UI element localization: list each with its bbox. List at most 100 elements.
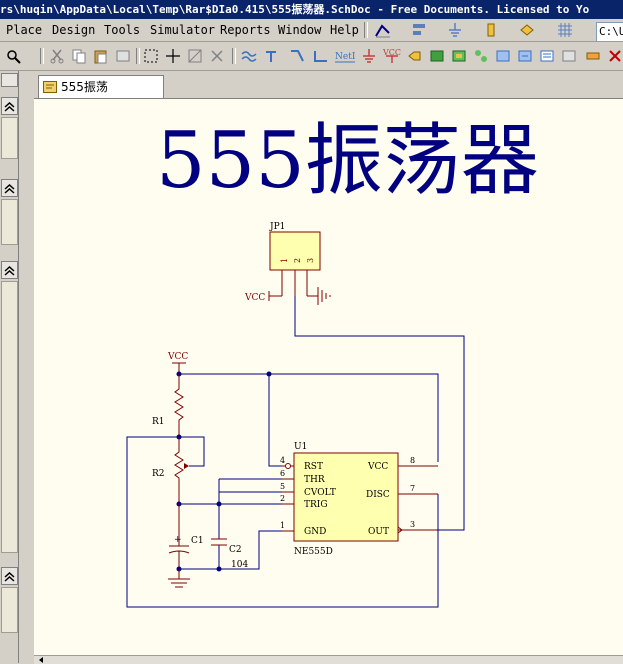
jp1-pin-3: 3 bbox=[306, 258, 315, 263]
c1-symbol[interactable] bbox=[168, 504, 190, 577]
wire-r2-wiper bbox=[179, 436, 205, 467]
panel-collapse-button[interactable] bbox=[1, 567, 18, 585]
main-toolbar: NetI VCC bbox=[0, 42, 623, 71]
wire-gnd-pin bbox=[219, 530, 294, 570]
paste-icon[interactable] bbox=[92, 47, 110, 65]
place-sheet-entry-icon[interactable] bbox=[450, 47, 468, 65]
u1-pin-num-7: 7 bbox=[410, 484, 415, 493]
window-title: rs\huqin\AppData\Local\Temp\Rar$DIa0.415… bbox=[0, 3, 590, 16]
place-compile-mask-icon[interactable] bbox=[584, 47, 602, 65]
vcc-label-text: VCC bbox=[382, 48, 401, 57]
cut-icon[interactable] bbox=[48, 47, 66, 65]
place-wire-icon[interactable] bbox=[240, 47, 258, 65]
r1-symbol[interactable] bbox=[174, 374, 184, 437]
u1-pin-num-2: 2 bbox=[280, 494, 285, 503]
place-net-label-icon[interactable]: NetI bbox=[334, 47, 356, 65]
c1-label: C1 bbox=[191, 536, 204, 546]
panel-strip bbox=[1, 281, 18, 553]
r1-label: R1 bbox=[152, 417, 165, 427]
c2-symbol[interactable] bbox=[211, 538, 227, 546]
place-offsheet-icon[interactable] bbox=[516, 47, 534, 65]
panel-pin-button[interactable] bbox=[1, 73, 18, 87]
rubber-stamp-icon[interactable] bbox=[114, 47, 132, 65]
c1-plus: + bbox=[174, 535, 182, 545]
u1-part: NE555D bbox=[294, 547, 333, 557]
panel-strip bbox=[1, 117, 18, 159]
toolbar-separator bbox=[40, 48, 44, 64]
wire-tool-icon[interactable] bbox=[374, 21, 392, 39]
scroll-left-icon[interactable] bbox=[37, 656, 45, 664]
menu-design[interactable]: Design bbox=[52, 23, 96, 37]
vcc-top-label: VCC bbox=[167, 352, 188, 362]
wire-disc-loop bbox=[126, 436, 439, 608]
place-gnd-icon[interactable] bbox=[360, 47, 378, 65]
left-panel-dock bbox=[0, 71, 19, 663]
panel-collapse-button[interactable] bbox=[1, 97, 18, 115]
place-directive-icon[interactable] bbox=[538, 47, 556, 65]
jp1-body[interactable] bbox=[269, 231, 321, 271]
resistor-tool-icon[interactable] bbox=[482, 21, 500, 39]
chevron-up-icon bbox=[4, 183, 15, 194]
jp1-vcc-port bbox=[268, 291, 282, 301]
u1-pin-thr: THR bbox=[304, 475, 325, 485]
window-title-bar: rs\huqin\AppData\Local\Temp\Rar$DIa0.415… bbox=[0, 0, 623, 19]
place-port-icon[interactable] bbox=[494, 47, 512, 65]
place-bus-entry-icon[interactable] bbox=[288, 47, 306, 65]
u1-pin-disc: DISC bbox=[366, 490, 390, 500]
c2-value: 104 bbox=[231, 560, 248, 570]
panel-collapse-button[interactable] bbox=[1, 179, 18, 197]
r2-wiper-arrow bbox=[184, 463, 189, 469]
menu-reports[interactable]: Reports bbox=[220, 23, 271, 37]
wire-rst bbox=[268, 374, 282, 467]
copy-icon[interactable] bbox=[70, 47, 88, 65]
jp1-gnd-symbol bbox=[307, 287, 331, 305]
panel-strip bbox=[1, 587, 18, 633]
u1-pin-gnd: GND bbox=[304, 527, 326, 537]
schematic-title: 555振荡器 bbox=[156, 116, 539, 206]
horizontal-scrollbar[interactable] bbox=[34, 655, 623, 664]
jp1-pin-2: 2 bbox=[293, 258, 302, 263]
u1-pin-num-4: 4 bbox=[280, 456, 285, 465]
part-tool-icon[interactable] bbox=[518, 21, 536, 39]
place-no-erc-icon[interactable] bbox=[560, 47, 578, 65]
place-vcc-icon[interactable]: VCC bbox=[382, 47, 402, 65]
panel-collapse-button[interactable] bbox=[1, 261, 18, 279]
menu-bar: Place Design Tools Simulator Reports Win… bbox=[0, 19, 623, 42]
jp1-vcc-label: VCC bbox=[244, 293, 265, 303]
out-arrow bbox=[397, 526, 403, 534]
u1-pin-vcc: VCC bbox=[367, 462, 388, 472]
u1-pin-num-6: 6 bbox=[280, 469, 285, 478]
place-sheet-icon[interactable] bbox=[428, 47, 446, 65]
rst-inverter-bubble bbox=[285, 463, 291, 469]
grid-tool-icon[interactable] bbox=[556, 21, 574, 39]
place-part-icon[interactable] bbox=[406, 47, 424, 65]
chevron-up-icon bbox=[4, 265, 15, 276]
schematic-canvas[interactable]: 555振荡器 JP1 1 2 3 VCC VCC R1 R2 bbox=[34, 98, 623, 657]
ground-tool-icon[interactable] bbox=[446, 21, 464, 39]
jp1-pin-1: 1 bbox=[280, 258, 289, 263]
u1-body[interactable] bbox=[293, 452, 399, 542]
menu-tools[interactable]: Tools bbox=[104, 23, 141, 37]
place-bus-icon[interactable] bbox=[264, 47, 282, 65]
document-tab[interactable]: 555振荡器.SchDoc bbox=[38, 75, 164, 116]
menu-window[interactable]: Window bbox=[278, 23, 322, 37]
menu-help[interactable]: Help bbox=[330, 23, 359, 37]
u1-pin-cvolt: CVOLT bbox=[304, 488, 336, 498]
select-area-icon[interactable] bbox=[142, 47, 160, 65]
menu-separator bbox=[364, 22, 368, 38]
path-input[interactable]: C:\U bbox=[596, 22, 623, 41]
menu-simulator[interactable]: Simulator bbox=[150, 23, 216, 37]
pick-tool-icon[interactable] bbox=[4, 47, 22, 65]
u1-designator: U1 bbox=[294, 442, 307, 452]
cross-probe-icon[interactable] bbox=[208, 47, 226, 65]
place-harness-icon[interactable] bbox=[312, 47, 330, 65]
net-label-text: NetI bbox=[335, 52, 356, 62]
move-icon[interactable] bbox=[164, 47, 182, 65]
r2-symbol[interactable] bbox=[174, 437, 184, 504]
close-x-icon[interactable] bbox=[606, 47, 623, 65]
deselect-icon[interactable] bbox=[186, 47, 204, 65]
align-tool-icon[interactable] bbox=[410, 21, 428, 39]
menu-place[interactable]: Place bbox=[6, 23, 43, 37]
r2-label: R2 bbox=[152, 469, 165, 479]
place-device-sheet-icon[interactable] bbox=[472, 47, 490, 65]
